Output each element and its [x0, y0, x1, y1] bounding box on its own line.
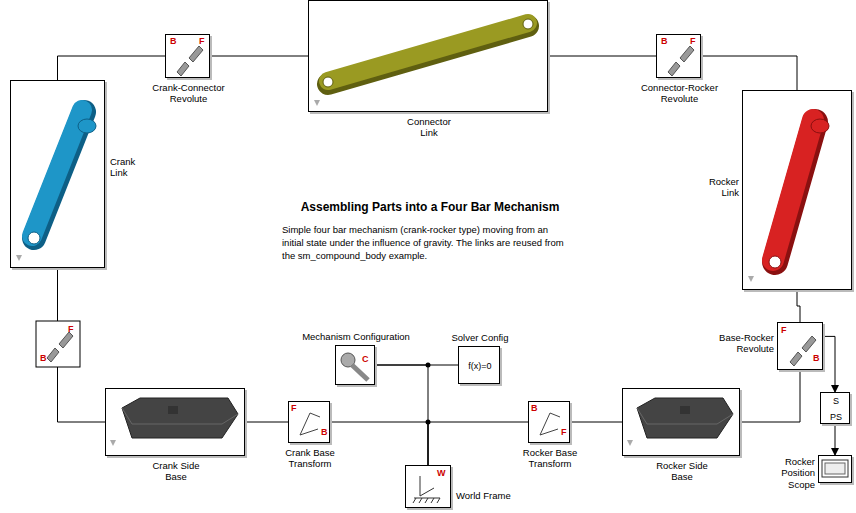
port-label: B [813, 354, 820, 363]
block-label: Crank-Connector Revolute [149, 82, 229, 105]
block-label: Base-Rocker Revolute [712, 332, 774, 355]
transform-icon [300, 413, 560, 435]
connector-link-figure [314, 19, 533, 106]
block-label: World Frame [456, 490, 511, 501]
block-label: Crank Link [110, 156, 144, 179]
connection-line [797, 290, 800, 322]
connection-line [245, 422, 288, 423]
diagram-title: Assembling Parts into a Four Bar Mechani… [270, 200, 590, 214]
body-block: Rocker Link [742, 90, 852, 290]
block-label: f(x)=0 [468, 361, 491, 372]
connection-line [548, 56, 656, 57]
body-block: Crank Side Base [105, 388, 245, 456]
connection-line [835, 424, 836, 455]
config-block: Mechanism Configuration [335, 345, 375, 385]
connection-line [570, 422, 622, 423]
crank-base-figure [110, 398, 238, 446]
port-label: F [291, 404, 297, 413]
rocker-base-figure [627, 398, 733, 446]
rocker-link-figure [748, 119, 829, 282]
scope-block: Rocker Position Scope [818, 455, 852, 483]
port-label: F [561, 428, 567, 437]
block-label: Crank Side Base [141, 460, 211, 483]
block-label: Rocker Base Transform [508, 447, 593, 470]
port-label: B [40, 354, 47, 363]
block-label: Rocker Link [701, 176, 739, 199]
base-crank-revolute-block [36, 321, 80, 367]
body-block: Rocker Side Base [622, 388, 740, 456]
body-block: Crank Link [10, 80, 105, 268]
port-label: C [362, 355, 369, 364]
diagram-caption: Simple four bar mechanism (crank-rocker … [282, 224, 564, 262]
port-label: B [321, 428, 328, 437]
block-label: Mechanism Configuration [302, 331, 410, 342]
body-block: Connector Link [308, 0, 548, 112]
connection-line [58, 56, 166, 80]
port-label: F [199, 37, 205, 46]
connection-line [375, 365, 428, 465]
connection-line [740, 370, 800, 422]
connection-line [210, 56, 308, 57]
port-label: B [170, 37, 177, 46]
port-label: F [690, 37, 696, 46]
connection-line [58, 268, 106, 422]
block-label: Rocker Position Scope [753, 456, 815, 490]
block-label: Crank Base Transform [270, 447, 350, 470]
port-label: B [661, 37, 668, 46]
connection-line [428, 422, 528, 465]
revolute-icon [177, 46, 816, 366]
connection-line [823, 336, 835, 392]
block-label: Rocker Side Base [647, 460, 717, 483]
port-label: F [781, 326, 787, 335]
wrench-icon [341, 353, 368, 380]
solver-block: Solver Configf(x)=0 [458, 346, 500, 384]
block-label: S [833, 396, 839, 407]
port-label: F [68, 325, 74, 334]
crank-link-figure [16, 110, 96, 261]
block-label: Connector Link [399, 116, 459, 139]
block-label: Solver Config [451, 332, 508, 343]
block-label: PS [830, 412, 842, 423]
connection-line [330, 422, 428, 465]
world-frame-icon [413, 476, 440, 503]
port-label: B [531, 404, 538, 413]
block-label: Connector-Rocker Revolute [640, 82, 720, 105]
scope-icon [822, 460, 848, 477]
converter-block: S PS [820, 392, 850, 424]
port-label: W [437, 469, 446, 478]
